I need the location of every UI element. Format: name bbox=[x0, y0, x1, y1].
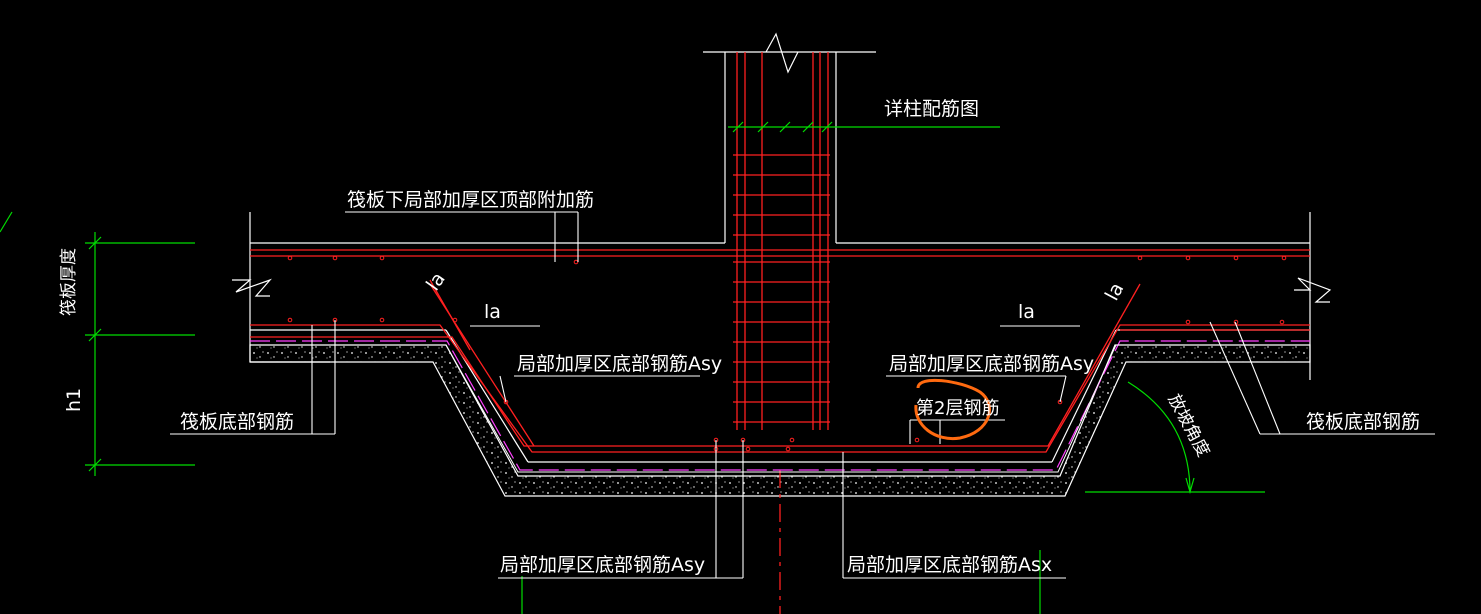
label-la-right: la bbox=[1018, 301, 1035, 323]
label-la-left-diag: la bbox=[422, 268, 450, 294]
column bbox=[703, 51, 876, 243]
raft-break-left bbox=[232, 278, 272, 297]
rebar-dots bbox=[287, 255, 1287, 452]
waterproof-layer bbox=[250, 340, 1310, 473]
label-asy-left: 局部加厚区底部钢筋Asy bbox=[517, 353, 722, 375]
column-break-symbol bbox=[765, 32, 799, 74]
label-second-layer: 第2层钢筋 bbox=[916, 398, 999, 419]
label-h1: h1 bbox=[63, 388, 85, 412]
rebar bbox=[250, 52, 1310, 614]
leader-lines bbox=[170, 211, 1435, 579]
label-column-detail: 详柱配筋图 bbox=[884, 98, 979, 120]
label-asy-bottom: 局部加厚区底部钢筋Asy bbox=[500, 554, 705, 576]
dimension-lines bbox=[0, 121, 1265, 614]
label-asy-right: 局部加厚区底部钢筋Asy bbox=[889, 353, 1094, 375]
raft-break-right bbox=[1294, 277, 1332, 303]
label-top-additional-bars: 筏板下局部加厚区顶部附加筋 bbox=[347, 189, 594, 211]
highlight-circle bbox=[914, 378, 991, 441]
label-la-right-diag: la bbox=[1101, 279, 1128, 304]
label-asx-bottom: 局部加厚区底部钢筋Asx bbox=[847, 554, 1052, 576]
label-raft-thickness: 筏板厚度 bbox=[59, 248, 79, 316]
label-slope-angle: 放坡角度 bbox=[1164, 391, 1214, 460]
label-la-left: la bbox=[484, 301, 501, 323]
label-raft-bottom-bars-left: 筏板底部钢筋 bbox=[180, 411, 294, 433]
label-raft-bottom-bars-right: 筏板底部钢筋 bbox=[1306, 411, 1420, 433]
